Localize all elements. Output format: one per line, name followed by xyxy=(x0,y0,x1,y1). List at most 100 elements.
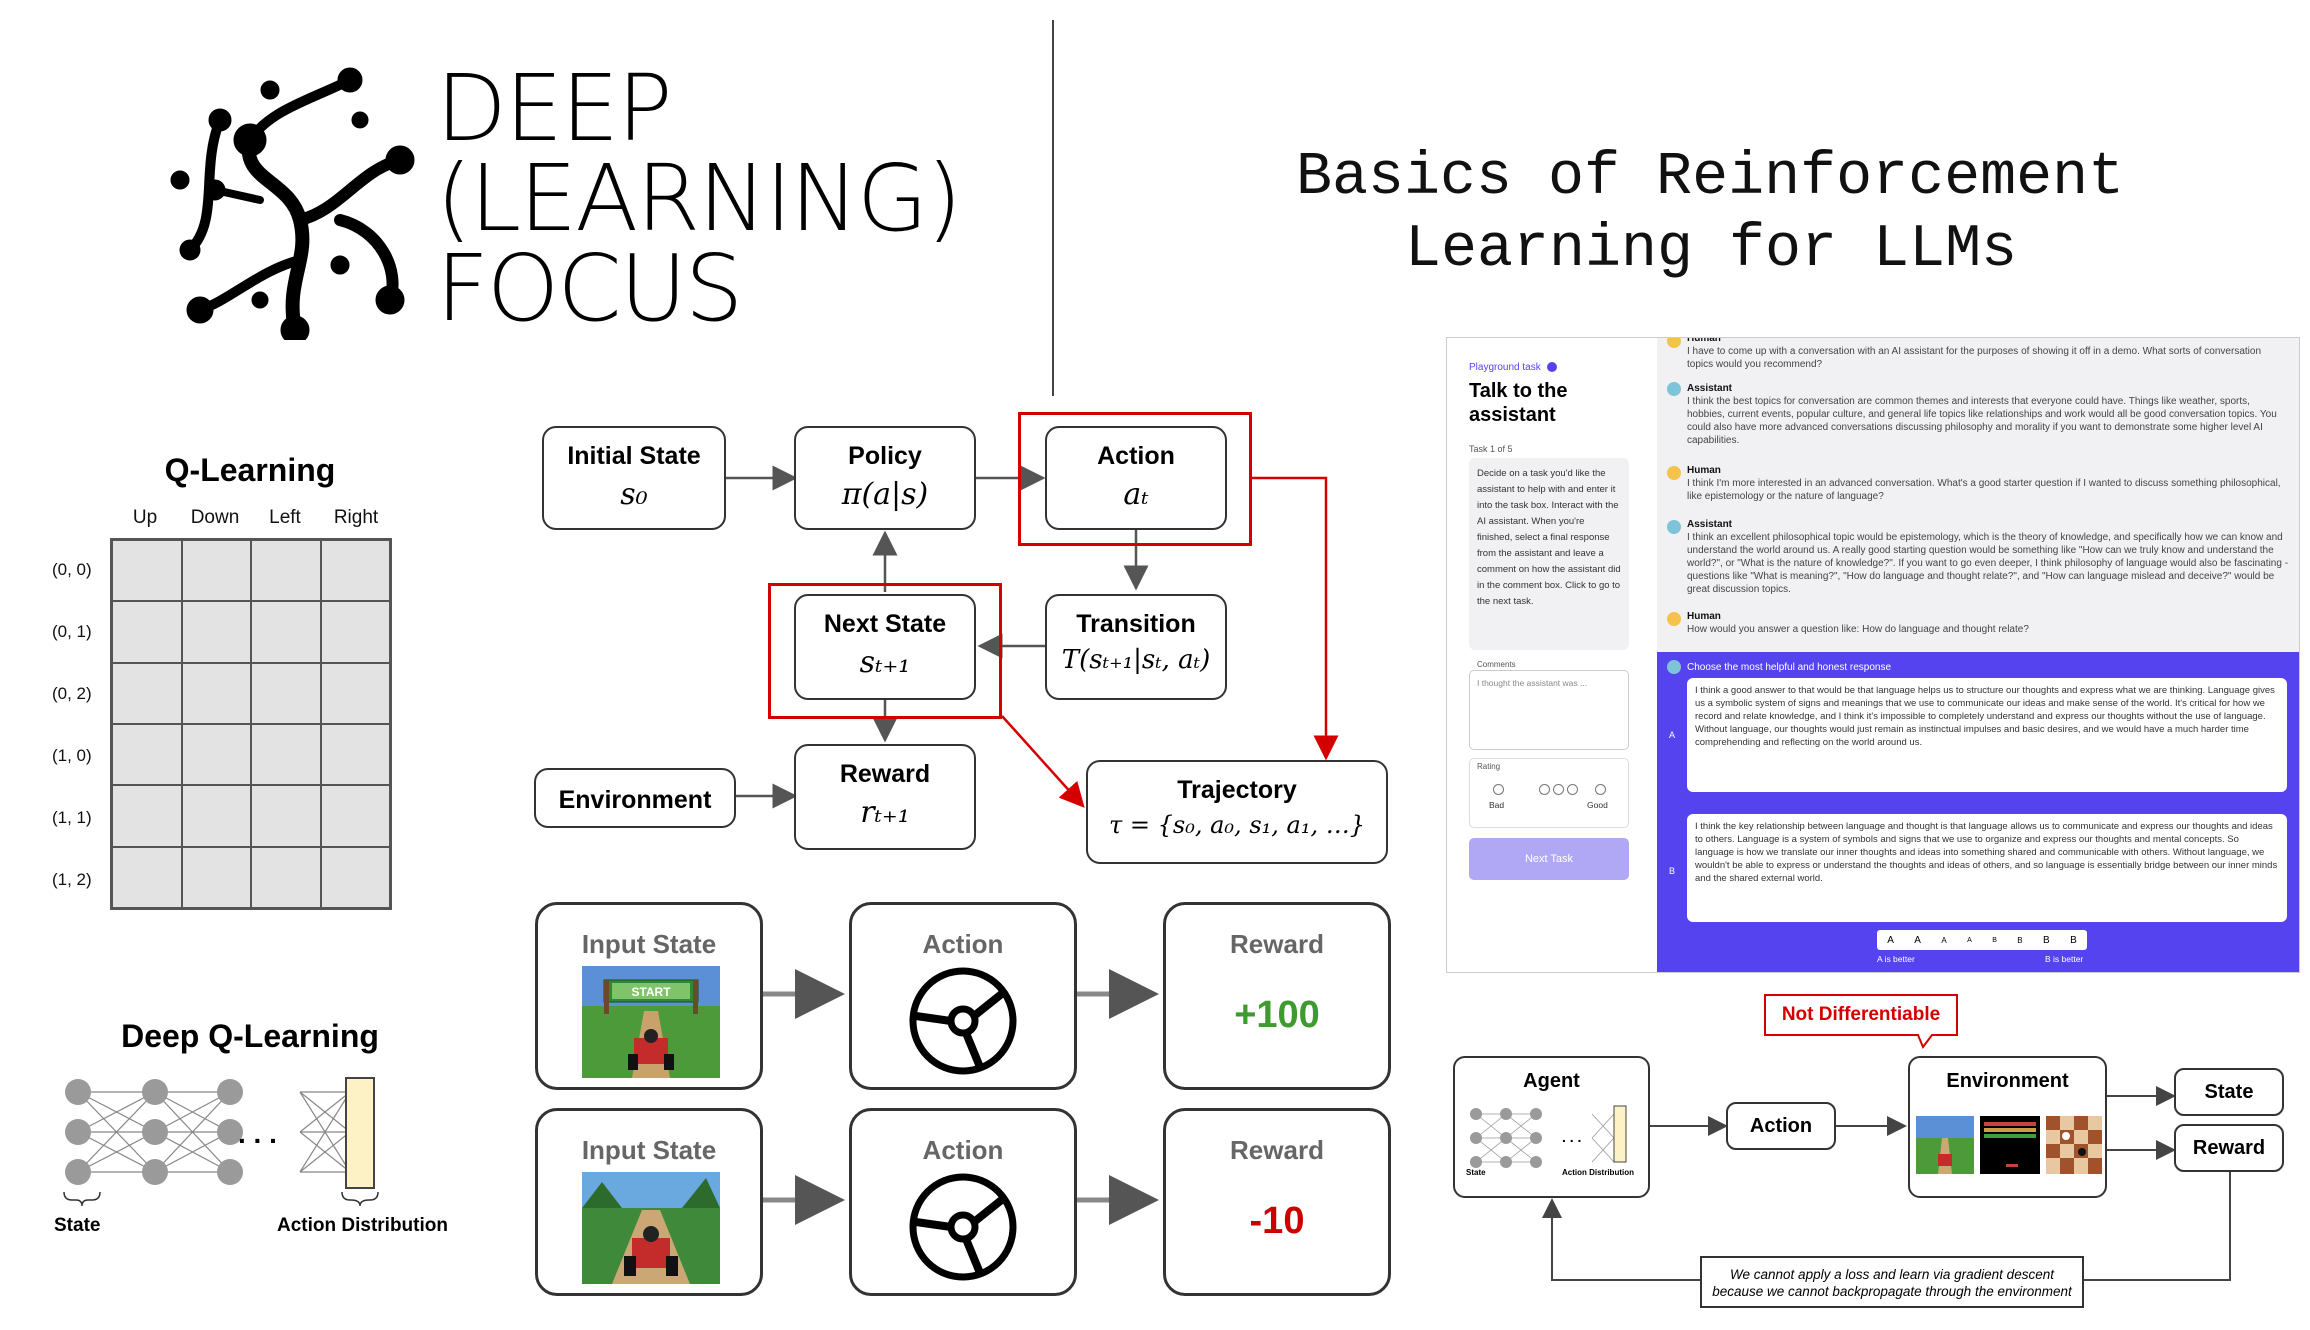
agent-network: . . . xyxy=(1470,1105,1627,1168)
next-task-button[interactable]: Next Task xyxy=(1469,838,1629,880)
answer-a-card[interactable]: I think a good answer to that would be t… xyxy=(1687,678,2287,792)
qtable-row-label: (1, 2) xyxy=(52,870,92,889)
backprop-note-line-2: because we cannot backpropagate through … xyxy=(1712,1284,2072,1299)
rating-label: Rating xyxy=(1477,762,1501,771)
preference-scale: A A A A B B B B xyxy=(1877,930,2087,950)
assistant-avatar xyxy=(1667,382,1681,396)
reward-card-label: Reward xyxy=(1230,1135,1324,1165)
choose-prompt: Choose the most helpful and honest respo… xyxy=(1687,662,1892,673)
qtable-cell xyxy=(112,540,182,602)
qtable-cell xyxy=(251,723,321,786)
action-card-label: Action xyxy=(922,929,1004,959)
policy-label: Policy xyxy=(848,442,922,470)
rating-radio[interactable] xyxy=(1539,784,1550,795)
qtable-cell xyxy=(112,723,182,786)
qtable-cell xyxy=(320,662,390,724)
rating-radio[interactable] xyxy=(1567,784,1578,795)
scale-option[interactable]: A xyxy=(1914,934,1921,946)
action-node-label: Action xyxy=(1749,1115,1813,1137)
qtable-cell xyxy=(251,601,321,663)
rating-radio[interactable] xyxy=(1493,784,1504,795)
answer-a-tag: A xyxy=(1669,730,1676,740)
environment-label: Environment xyxy=(558,786,712,814)
reward-math: rₜ₊₁ xyxy=(860,795,910,830)
input-state-label: Input State xyxy=(581,929,717,959)
page-title-line-1: Basics of Reinforcement xyxy=(1296,144,2125,212)
human-avatar xyxy=(1667,612,1681,626)
rating-radio[interactable] xyxy=(1553,784,1564,795)
task-instructions: Decide on a task you'd like the assistan… xyxy=(1469,458,1629,650)
task-sidebar: Playground task Talk to the assistant Ta… xyxy=(1447,338,1657,972)
policy-math: π(a|s) xyxy=(841,477,929,512)
scale-option[interactable]: B xyxy=(2017,935,2023,945)
qtable-cell xyxy=(251,662,321,724)
action-card: Action xyxy=(849,902,1077,1090)
scale-option[interactable]: B xyxy=(1992,936,1997,944)
next-state-box: Next State sₜ₊₁ xyxy=(794,594,976,700)
chat-text: I have to come up with a conversation wi… xyxy=(1687,346,2262,370)
assistant-avatar xyxy=(1667,660,1681,674)
kart-thumbnail xyxy=(1916,1116,1974,1174)
deepq-ellipsis: . . . xyxy=(238,1118,277,1149)
trajectory-math: τ = {s₀, a₀, s₁, a₁, …} xyxy=(1109,811,1365,839)
transition-box: Transition T(sₜ₊₁|sₜ, aₜ) xyxy=(1045,594,1227,700)
human-avatar xyxy=(1667,338,1681,348)
chat-text: How would you answer a question like: Ho… xyxy=(1687,624,2029,635)
qtable-row-label: (0, 0) xyxy=(52,560,92,579)
rlhf-interface-screenshot: Playground task Talk to the assistant Ta… xyxy=(1446,337,2300,973)
transition-math: T(sₜ₊₁|sₜ, aₜ) xyxy=(1061,645,1211,675)
rating-box xyxy=(1469,758,1629,828)
comments-textarea[interactable] xyxy=(1469,670,1629,750)
backprop-note-line-1: We cannot apply a loss and learn via gra… xyxy=(1730,1267,2054,1282)
policy-box: Policy π(a|s) xyxy=(794,426,976,530)
answer-b-tag: B xyxy=(1669,866,1676,876)
chat-text: I think an excellent philosophical topic… xyxy=(1687,532,2289,595)
qtable-col-right: Right xyxy=(333,507,379,528)
qtable-cell xyxy=(181,785,251,847)
qtable-row-label: (0, 1) xyxy=(52,622,92,641)
page-title-line-2: Learning for LLMs xyxy=(1405,216,2018,284)
qtable-cell xyxy=(112,601,182,663)
action-math: aₜ xyxy=(1123,477,1149,512)
scale-option[interactable]: A xyxy=(1887,934,1894,946)
initial-state-math: s₀ xyxy=(620,477,648,512)
state-node: State xyxy=(2174,1068,2284,1116)
trajectory-box: Trajectory τ = {s₀, a₀, s₁, a₁, …} xyxy=(1086,760,1388,864)
chat-speaker: Human xyxy=(1687,611,1721,622)
task-tag: Playground task xyxy=(1469,362,1541,373)
qtable-cell xyxy=(112,785,182,847)
atari-thumbnail xyxy=(1980,1116,2040,1174)
qtable-cell xyxy=(181,540,251,602)
rating-radio[interactable] xyxy=(1595,784,1606,795)
transition-label: Transition xyxy=(1076,610,1196,638)
reward-value-negative: -10 xyxy=(1249,1200,1305,1242)
qtable-cell xyxy=(320,601,390,663)
action-label: Action xyxy=(1097,442,1175,470)
state-node-label: State xyxy=(2204,1081,2254,1103)
answer-b-card[interactable]: I think the key relationship between lan… xyxy=(1687,814,2287,922)
next-state-highlight xyxy=(768,583,1002,719)
trajectory-label: Trajectory xyxy=(1177,776,1297,804)
qtable-cell xyxy=(112,846,182,908)
scale-option[interactable]: B xyxy=(2070,934,2077,946)
qtable-cell xyxy=(320,540,390,602)
agent-action-label: Action Distribution xyxy=(1562,1168,1634,1177)
qtable-cell xyxy=(320,723,390,786)
qtable-cell xyxy=(251,540,321,602)
steering-wheel-icon xyxy=(909,1173,1017,1281)
reward-card: Reward +100 xyxy=(1163,902,1391,1090)
info-icon xyxy=(1547,362,1557,372)
scale-option[interactable]: A xyxy=(1967,936,1972,944)
chat-speaker: Assistant xyxy=(1687,383,1733,394)
qtable-cell xyxy=(251,785,321,847)
logo-line-3: FOCUS xyxy=(436,235,743,342)
reward-box: Reward rₜ₊₁ xyxy=(794,744,976,850)
qtable-row-label: (1, 0) xyxy=(52,746,92,765)
qtable-col-up: Up xyxy=(132,507,158,528)
a-better-label: A is better xyxy=(1877,954,1915,964)
scale-option[interactable]: A xyxy=(1941,935,1947,945)
scale-option[interactable]: B xyxy=(2043,934,2050,946)
